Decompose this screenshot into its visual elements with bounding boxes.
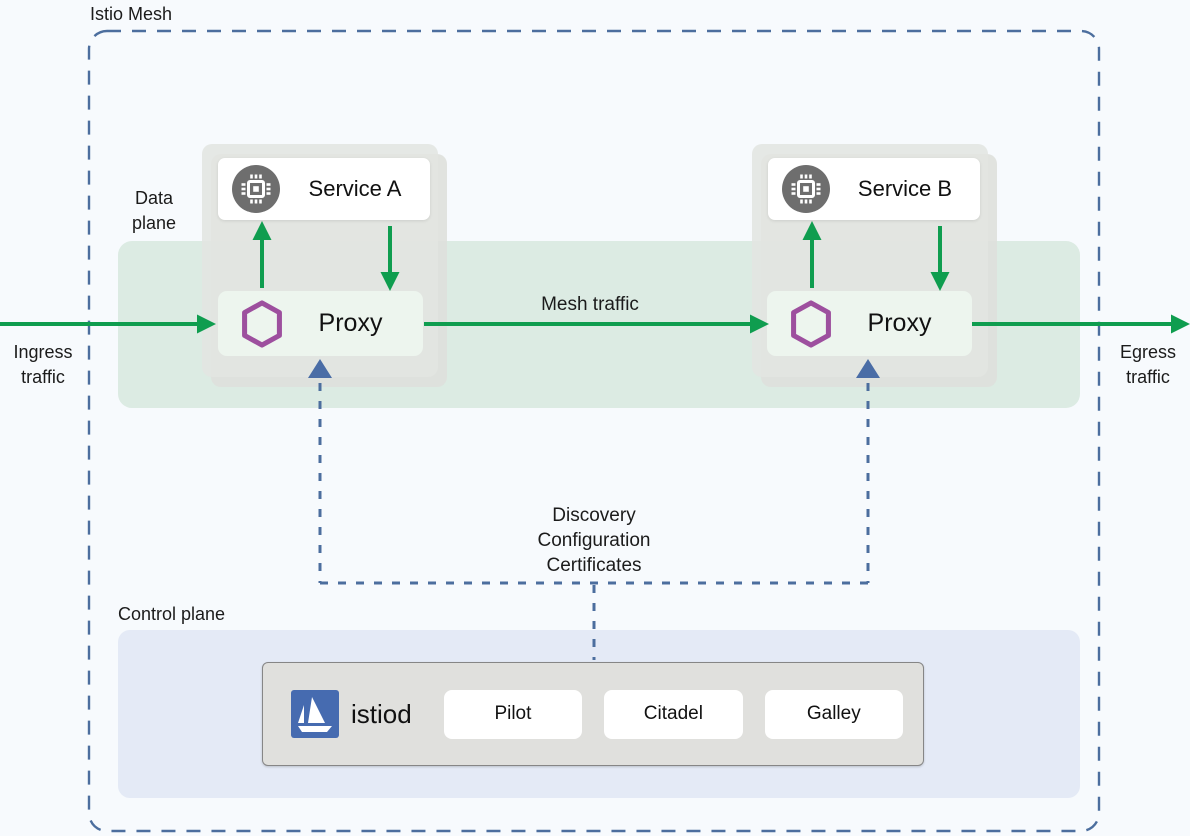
control-channel-label: Discovery Configuration Certificates [537, 505, 651, 576]
mesh-traffic-label: Mesh traffic [541, 294, 639, 315]
service-b-node: Service B [768, 158, 980, 220]
pilot-component: Pilot [443, 689, 583, 739]
proxy-a-label: Proxy [318, 309, 383, 337]
proxy-a-node: Proxy [218, 291, 423, 356]
service-b-label: Service B [857, 176, 953, 201]
proxy-hexagon-icon [242, 299, 282, 348]
control-plane-label: Control plane [118, 604, 226, 624]
ingress-traffic-label: Ingress traffic [13, 342, 73, 387]
proxy-b-node: Proxy [767, 291, 972, 356]
proxy-hexagon-icon [791, 299, 831, 348]
microchip-icon [232, 165, 280, 213]
service-a-node: Service A [218, 158, 430, 220]
citadel-component: Citadel [604, 689, 743, 739]
istio-logo-icon [291, 690, 339, 738]
galley-component: Galley [764, 689, 904, 739]
data-plane-label: Data plane [131, 188, 177, 233]
istio-mesh-title: Istio Mesh [90, 4, 173, 24]
microchip-icon [782, 165, 830, 213]
proxy-b-label: Proxy [867, 309, 932, 337]
istiod-node: istiod Pilot Citadel Galley [262, 662, 924, 766]
service-a-label: Service A [308, 176, 402, 201]
istiod-label: istiod [351, 698, 412, 729]
egress-traffic-label: Egress traffic [1119, 342, 1177, 387]
